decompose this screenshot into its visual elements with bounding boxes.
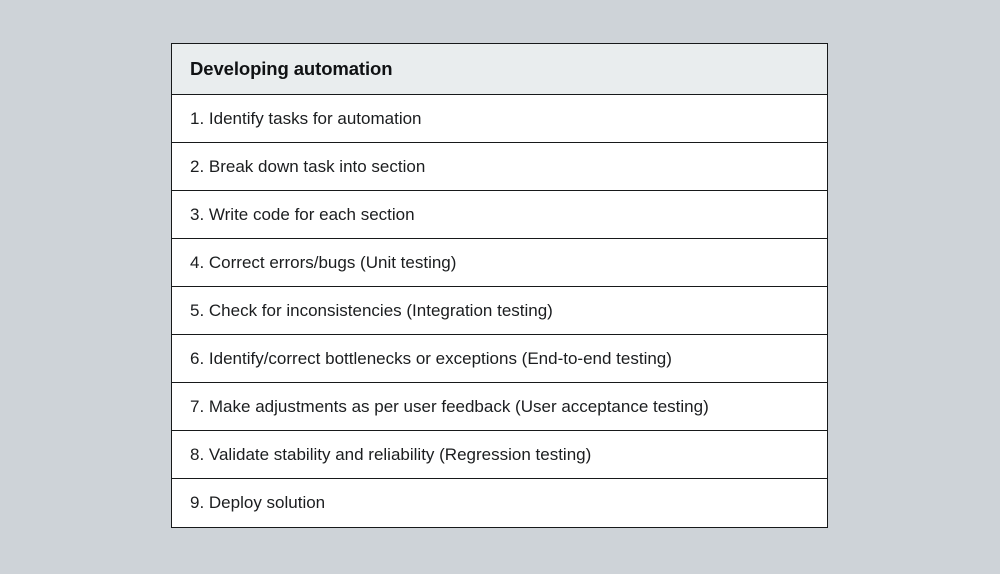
table-row: 3. Write code for each section [172,191,827,239]
table-header-title: Developing automation [190,57,393,79]
table-row: 4. Correct errors/bugs (Unit testing) [172,239,827,287]
table-row-label: 8. Validate stability and reliability (R… [190,444,592,464]
table-row: 2. Break down task into section [172,143,827,191]
table-row-label: 9. Deploy solution [190,493,326,513]
developing-automation-table: Developing automation 1. Identify tasks … [171,43,828,528]
table-row-label: 4. Correct errors/bugs (Unit testing) [190,252,457,272]
table-row-label: 5. Check for inconsistencies (Integratio… [190,300,553,320]
table-row: 6. Identify/correct bottlenecks or excep… [172,335,827,383]
table-row: 8. Validate stability and reliability (R… [172,431,827,479]
table-row: 9. Deploy solution [172,479,827,527]
table-row-label: 3. Write code for each section [190,204,415,224]
table-row: 7. Make adjustments as per user feedback… [172,383,827,431]
table-row-label: 6. Identify/correct bottlenecks or excep… [190,348,672,368]
table-row: 1. Identify tasks for automation [172,95,827,143]
table-row-label: 1. Identify tasks for automation [190,108,422,128]
table-row-label: 2. Break down task into section [190,156,426,176]
table-row-label: 7. Make adjustments as per user feedback… [190,396,709,416]
table-row: 5. Check for inconsistencies (Integratio… [172,287,827,335]
table-body: 1. Identify tasks for automation 2. Brea… [172,95,827,527]
table-header-row: Developing automation [172,44,827,95]
